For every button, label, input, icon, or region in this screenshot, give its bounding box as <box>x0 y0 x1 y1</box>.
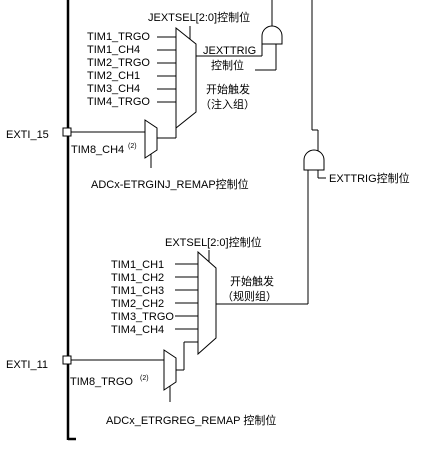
injected-inputs: TIM1_TRGO TIM1_CH4 TIM2_TRGO TIM2_CH1 TI… <box>87 31 150 108</box>
regular-start-label: 开始触发 <box>230 274 274 288</box>
regular-input-label: TIM1_CH1 <box>111 259 164 271</box>
injected-input-lines <box>157 36 176 103</box>
injected-remap-mux <box>144 119 158 159</box>
injected-input-label: TIM2_TRGO <box>87 57 150 69</box>
injected-start-label: 开始触发 <box>206 82 250 96</box>
jexttrig-label: JEXTTRIG <box>203 45 256 57</box>
regular-mux <box>197 250 217 356</box>
injected-remap-label: ADCx-ETRGINJ_REMAP控制位 <box>91 177 249 191</box>
jexttrig-ctrl-label: 控制位 <box>211 58 244 72</box>
tim8-ch4-note: (2) <box>128 143 137 150</box>
regular-remap-label: ADCx_ETRGREG_REMAP 控制位 <box>106 413 276 427</box>
regular-remap-mux <box>163 349 177 391</box>
exttrig-label: EXTTRIG控制位 <box>329 171 410 185</box>
injected-input-label: TIM1_TRGO <box>87 31 150 43</box>
exti15-pin <box>62 127 72 137</box>
injected-input-label: TIM3_CH4 <box>87 83 140 95</box>
jexttrig-and-gate <box>261 25 283 45</box>
regular-input-label: TIM4_CH4 <box>111 324 164 336</box>
regular-input-label: TIM1_CH3 <box>111 285 164 297</box>
tim8-ch4-label: TIM8_CH4 <box>71 144 124 156</box>
injected-mux <box>175 26 197 130</box>
tim8-trgo-note: (2) <box>140 375 149 382</box>
tim8-trgo-label: TIM8_TRGO <box>70 376 133 388</box>
injected-input-label: TIM1_CH4 <box>87 44 140 56</box>
regular-inputs: TIM1_CH1 TIM1_CH2 TIM1_CH3 TIM2_CH2 TIM3… <box>111 259 174 336</box>
regular-input-lines <box>175 263 198 330</box>
injected-input-label: TIM4_TRGO <box>87 96 150 108</box>
regular-input-label: TIM2_CH2 <box>111 298 164 310</box>
exttrig-and-gate <box>303 149 325 171</box>
exti11-label: EXTI_11 <box>6 359 48 371</box>
injected-group-label: （注入组） <box>200 97 255 111</box>
exti11-pin <box>62 355 72 365</box>
exti15-label: EXTI_15 <box>6 129 49 141</box>
regular-group-label: （规则组） <box>222 289 277 303</box>
jextsel-label: JEXTSEL[2:0]控制位 <box>148 10 250 24</box>
regular-input-label: TIM3_TRGO <box>111 311 174 323</box>
extsel-label: EXTSEL[2:0]控制位 <box>165 235 262 249</box>
regular-input-label: TIM1_CH2 <box>111 272 164 284</box>
injected-input-label: TIM2_CH1 <box>87 70 140 82</box>
